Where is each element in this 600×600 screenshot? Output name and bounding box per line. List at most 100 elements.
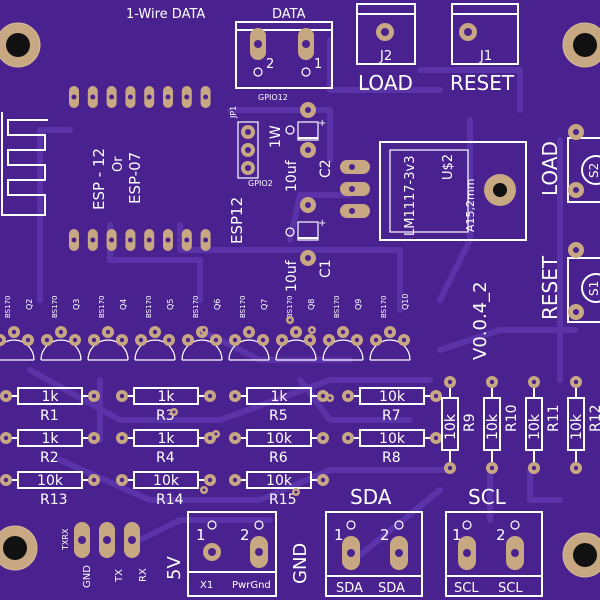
resistor-name-label: R9: [462, 413, 478, 432]
resistor-value-label: 10k: [266, 473, 293, 489]
s2-label: S2: [587, 163, 600, 178]
capacitor-c2: +: [285, 102, 326, 158]
resistor-name-label: R5: [269, 408, 288, 424]
data-pin-1: 1: [314, 57, 322, 72]
mounting-hole-top-right: [562, 22, 600, 68]
resistor-value-label: 10k: [569, 413, 585, 440]
sda-connector: [325, 511, 423, 597]
jp-esp12-label: ESP12: [228, 197, 246, 244]
transistor-part-label: BS170: [98, 296, 106, 318]
resistor-name-label: R1: [40, 408, 59, 424]
scl-pin-1: 1: [452, 526, 462, 544]
resistor-name-label: R10: [504, 404, 520, 432]
load-switch-label: LOAD: [538, 141, 562, 196]
scl-pin-label-a: SCL: [454, 581, 479, 596]
resistor-value-label: 10k: [485, 413, 501, 440]
regulator-u2: [340, 141, 527, 241]
esp-pad: [106, 86, 117, 108]
serial-rx-label: RX: [138, 568, 149, 582]
gpio2-label: GPIO2: [248, 179, 273, 188]
transistor-name-label: Q5: [166, 299, 175, 310]
scl-pin-label-b: SCL: [498, 581, 523, 596]
serial-tx-label: TX: [114, 569, 125, 583]
gnd-label: GND: [290, 543, 311, 584]
transistor-q7: [228, 326, 270, 361]
jp1-jumper: [237, 121, 259, 179]
esp-pad: [163, 229, 173, 251]
scl-connector: [445, 511, 543, 597]
resistor-value-label: 1k: [41, 431, 59, 447]
transistor-part-label: BS170: [286, 296, 294, 318]
resistor-name-label: R15: [269, 492, 297, 508]
transistor-part-label: BS170: [192, 296, 200, 318]
transistor-q5: [134, 326, 176, 361]
resistor-value-label: 10k: [37, 473, 64, 489]
sda-pin-1: 1: [334, 526, 344, 544]
mounting-hole-top-left: [0, 22, 41, 68]
resistor-value-label: 1k: [270, 389, 288, 405]
mounting-hole-bottom-left: [0, 525, 38, 571]
transistor-part-label: BS170: [145, 296, 153, 318]
esp-pad: [181, 229, 192, 251]
svg-text:+: +: [318, 118, 326, 129]
resistor-value-label: 1k: [157, 389, 175, 405]
transistor-name-label: Q6: [213, 299, 222, 310]
transistor-q9: [322, 326, 364, 361]
resistor-value-label: 10k: [527, 413, 543, 440]
scl-pin-2: 2: [496, 526, 506, 544]
esp-antenna-silkscreen: [1, 112, 48, 216]
resistor-name-label: R8: [382, 450, 401, 466]
copper-traces: [27, 37, 578, 558]
esp-pad: [69, 86, 79, 108]
j1-label: J1: [479, 49, 492, 64]
transistor-name-label: Q8: [307, 299, 316, 310]
esp-label-line1: ESP - 12: [90, 148, 108, 210]
transistor-part-label: BS170: [4, 296, 12, 318]
regulator-part: LM1117-3v3: [403, 156, 418, 236]
resistor-name-label: R14: [156, 492, 184, 508]
resistor-value-label: 1k: [157, 431, 175, 447]
transistor-q8: [275, 326, 317, 361]
reset-switch-label: RESET: [538, 255, 562, 320]
pwrgnd-label: PwrGnd: [232, 580, 271, 591]
esp-pad: [200, 229, 211, 251]
resistor-name-label: R11: [546, 404, 562, 432]
transistor-q3: [40, 326, 82, 361]
transistor-part-label: BS170: [380, 296, 388, 318]
c2-value: 10uf: [284, 159, 300, 192]
resistor-grid: 1kR11kR31kR510kR71kR21kR410kR610kR810kR1…: [0, 387, 442, 508]
c2-name: C2: [318, 159, 334, 178]
esp-pad: [125, 86, 136, 108]
jp1-name: JP1: [229, 106, 238, 119]
resistor-name-label: R4: [156, 450, 175, 466]
resistor-value-label: 10k: [379, 431, 406, 447]
esp-pad: [69, 229, 79, 251]
one-w-label: 1W: [268, 125, 284, 148]
transistor-part-label: BS170: [239, 296, 247, 318]
sda-title: SDA: [350, 485, 392, 509]
power-connector-x1: [187, 511, 277, 597]
esp-pad: [200, 86, 211, 108]
regulator-name: U$2: [441, 154, 456, 180]
transistor-name-label: Q4: [119, 299, 128, 310]
resistor-name-label: R2: [40, 450, 59, 466]
five-v-label: 5V: [164, 556, 185, 580]
esp-pad: [144, 86, 155, 108]
x1-label: X1: [200, 580, 213, 591]
